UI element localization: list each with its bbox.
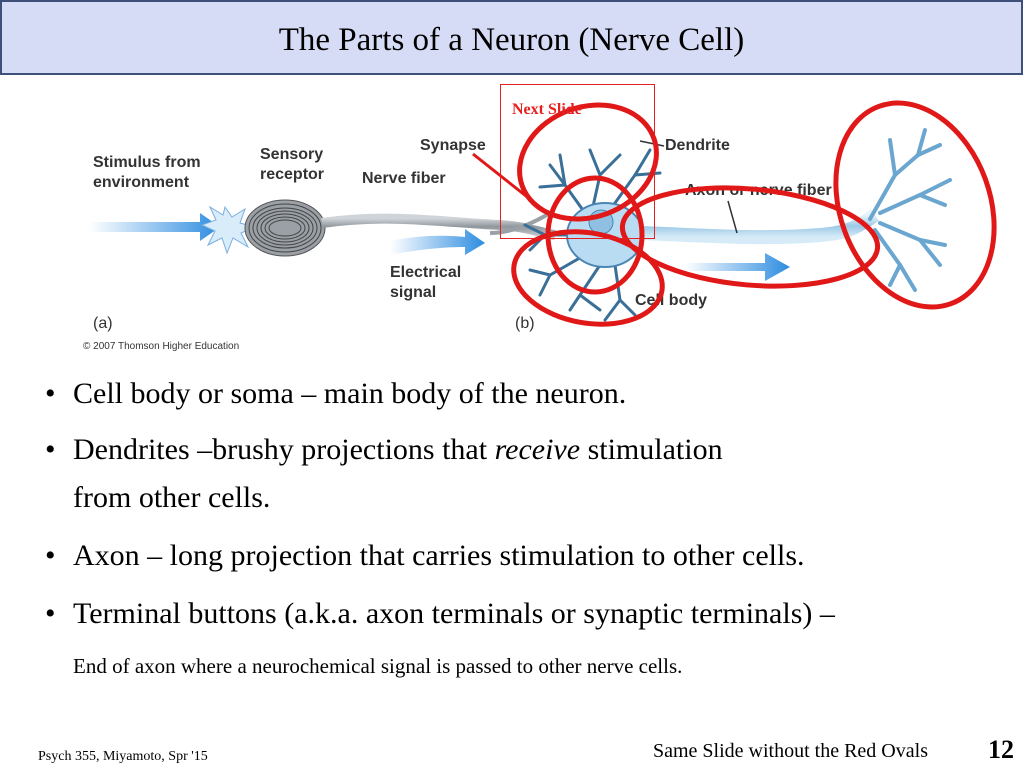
bullet-text: Axon – long projection that carries stim…	[73, 539, 805, 572]
electrical-label: Electrical	[390, 264, 461, 281]
panel-a-label: (a)	[93, 315, 113, 332]
electrical-signal-arrow	[390, 229, 485, 255]
panel-b-label: (b)	[515, 315, 535, 332]
red-ovals	[511, 100, 997, 327]
axon-pointer	[727, 200, 738, 234]
bullet-emphasis: receive	[494, 433, 581, 466]
bullet-text: Terminal buttons (a.k.a. axon terminals …	[73, 597, 835, 630]
stimulus-label: Stimulus from	[93, 154, 201, 171]
axon-signal-arrow	[685, 253, 790, 281]
nerve-fiber-label: Nerve fiber	[362, 170, 446, 187]
stimulus-label-2: environment	[93, 174, 190, 191]
dendrite-branches	[523, 148, 662, 322]
axon	[639, 209, 879, 245]
bullet-text-line2: from other cells.	[73, 481, 271, 514]
slide-number: 12	[988, 735, 1014, 764]
receptor-label: Sensory	[260, 146, 323, 163]
dendrite-label: Dendrite	[665, 137, 730, 154]
bullet-text-pre: Dendrites –brushy projections that	[73, 433, 495, 466]
bullet-dot: •	[45, 539, 56, 572]
bullet-dot: •	[45, 597, 56, 630]
footer-course: Psych 355, Miyamoto, Spr '15	[38, 749, 208, 764]
oval-axon	[619, 185, 881, 289]
sensory-receptor	[244, 199, 326, 257]
next-slide-link[interactable]: Next Slide	[500, 84, 655, 239]
copyright: © 2007 Thomson Higher Education	[83, 341, 239, 352]
cell-body-label: Cell body	[635, 292, 707, 309]
bullet-dot: •	[45, 377, 56, 410]
bullet-text-post: stimulation	[580, 433, 723, 466]
receptor-label-2: receptor	[260, 166, 324, 183]
stimulus-arrow	[90, 213, 220, 241]
electrical-label-2: signal	[390, 284, 436, 301]
bullet-text: Cell body or soma – main body of the neu…	[73, 377, 627, 410]
next-slide-label[interactable]: Next Slide	[512, 101, 582, 118]
slide-title: The Parts of a Neuron (Nerve Cell)	[278, 22, 745, 58]
neuron-diagram: Stimulus from environment Sensory recept…	[83, 100, 997, 352]
axon-terminals	[868, 128, 952, 292]
oval-dendrites-bottom	[511, 229, 665, 327]
bullet-text: Dendrites –brushy projections that recei…	[73, 432, 723, 468]
footer-note: Same Slide without the Red Ovals	[653, 740, 928, 762]
synapse-label: Synapse	[420, 137, 486, 154]
stimulus-burst	[200, 205, 257, 255]
oval-terminals	[833, 100, 997, 310]
bullet-dot: •	[45, 433, 56, 466]
bullet-subtext: End of axon where a neurochemical signal…	[73, 654, 683, 678]
incoming-fiber	[489, 211, 552, 235]
title-bar: The Parts of a Neuron (Nerve Cell)	[0, 0, 1023, 75]
oval-dendrites-top	[517, 102, 659, 222]
dendrite-pointer	[639, 140, 665, 147]
